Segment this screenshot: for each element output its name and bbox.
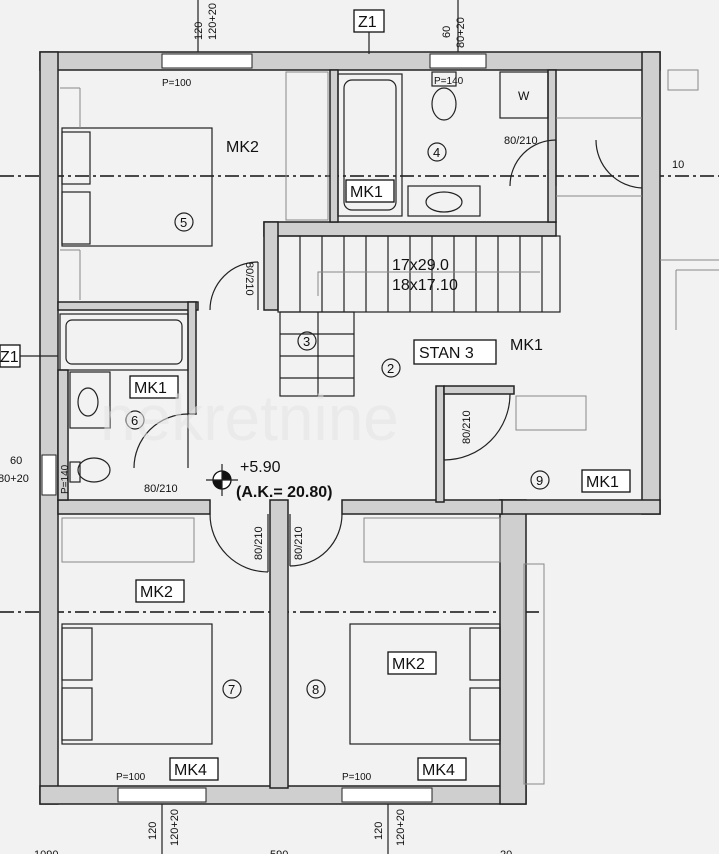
room-numbers: 5 4 3 2 6 9 7 8 (125, 142, 550, 699)
top-win-dim-a2: 120+20 (207, 3, 219, 40)
room-no-2: 2 (387, 361, 394, 376)
level-marker (206, 464, 238, 496)
room-no-7: 7 (228, 682, 235, 697)
windows (41, 53, 487, 803)
z1-label-left: Z1 (0, 349, 19, 366)
desk-room9 (515, 395, 587, 431)
door-label-room9: 80/210 (461, 410, 473, 444)
room-no-4: 4 (433, 145, 440, 160)
staircase (277, 235, 561, 397)
stairs-spec-1: 17x29.0 (392, 257, 449, 274)
bottom-cut-3: 20 (500, 849, 512, 854)
tag-stan3: STAN 3 (419, 345, 474, 362)
left-dim-8020: 80+20 (0, 473, 29, 485)
bed-room5 (60, 71, 329, 300)
bed-room8 (349, 517, 501, 745)
watermark: nekretnine (100, 382, 399, 454)
tag-mk1-bath4: MK1 (350, 184, 383, 201)
tag-mk1-bath6: MK1 (134, 380, 167, 397)
tag-mk2-room8: MK2 (392, 656, 425, 673)
door-label-bath6: 80/210 (144, 483, 178, 495)
p140-top: P=140 (434, 76, 464, 87)
bottom-win-dim-a2: 120+20 (169, 809, 181, 846)
bottom-win-dim-b2: 120+20 (395, 809, 407, 846)
interior-walls (57, 69, 557, 789)
bottom-cut-2: 590 (270, 849, 288, 854)
tag-mk2-room5: MK2 (226, 139, 259, 156)
door-label-room7: 80/210 (253, 526, 265, 560)
p100-bottom-b: P=100 (342, 772, 372, 783)
room-no-3: 3 (303, 334, 310, 349)
p100-bottom-a: P=100 (116, 772, 146, 783)
p100-top: P=100 (162, 78, 192, 89)
right-dim-10: 10 (672, 159, 684, 171)
room-no-5: 5 (180, 215, 187, 230)
level-elevation: +5.90 (240, 459, 281, 476)
bottom-win-dim-b: 120 (373, 822, 385, 840)
tag-mk1-room9: MK1 (586, 474, 619, 491)
room-no-6: 6 (131, 413, 138, 428)
bed-room7 (61, 517, 213, 745)
tag-mk1-hall: MK1 (510, 337, 543, 354)
tag-mk4-b: MK4 (422, 762, 455, 779)
room-no-9: 9 (536, 473, 543, 488)
bottom-win-dim-a: 120 (147, 822, 159, 840)
tag-mk2-room7: MK2 (140, 584, 173, 601)
level-ak: (A.K.= 20.80) (236, 484, 332, 501)
bathroom-6-fixtures (59, 313, 189, 483)
stairs-spec-2: 18x17.10 (392, 277, 458, 294)
bathroom-4-fixtures: W (337, 71, 642, 217)
right-edge-detail (523, 69, 719, 785)
left-dim-60: 60 (10, 455, 22, 467)
top-win-dim-b: 60 (441, 26, 453, 38)
z1-label-top: Z1 (358, 14, 377, 31)
bottom-cut-1: 1090 (34, 849, 58, 854)
washer-label: W (518, 89, 530, 103)
top-win-dim-a: 120 (193, 22, 205, 40)
door-label-room8: 80/210 (293, 526, 305, 560)
p140-left: P=140 (60, 464, 71, 494)
door-label-room5: 80/210 (243, 262, 255, 296)
tag-mk4-a: MK4 (174, 762, 207, 779)
door-swings (133, 139, 643, 573)
top-win-dim-b2: 80+20 (455, 17, 467, 48)
door-label-bath4: 80/210 (504, 135, 538, 147)
room-no-8: 8 (312, 682, 319, 697)
